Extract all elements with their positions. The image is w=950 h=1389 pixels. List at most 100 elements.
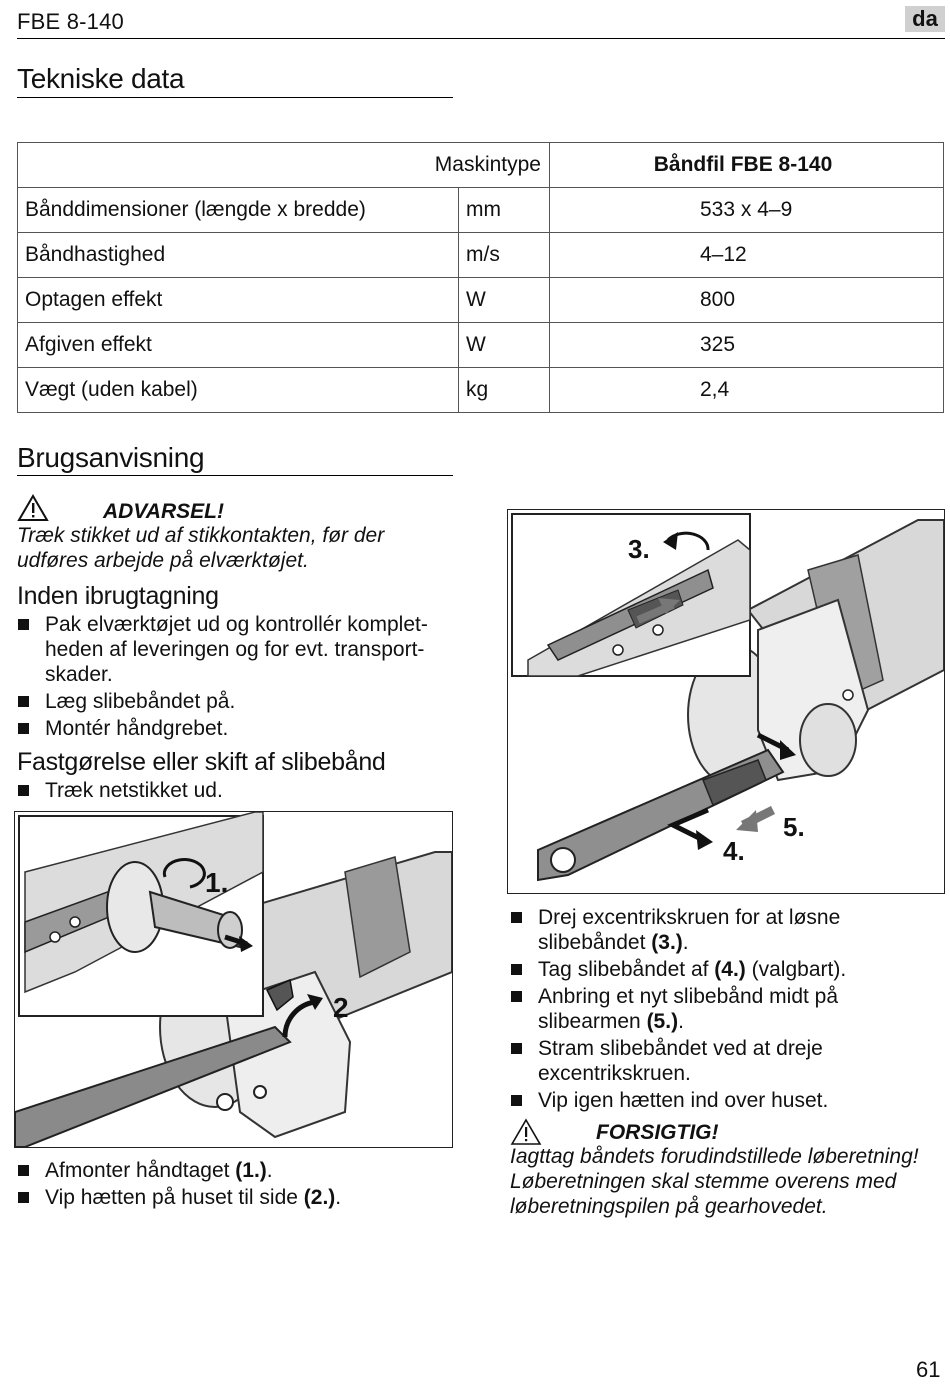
list-item: Stram slibebåndet ved at dreje excentrik… [510,1036,945,1086]
spec-label: Bånddimensioner (længde x bredde) [17,187,459,233]
list-item-text: Montér håndgrebet. [45,717,229,740]
list-item: Læg slibebåndet på. [17,689,457,714]
tool-illustration-right: 3. 4. 5. [511,513,944,882]
spec-value: 2,4 [549,367,944,413]
list-item: Vip hætten på huset til side (2.). [17,1185,457,1210]
list-item: Pak elværktøjet ud og kontrollér komplet… [17,612,457,687]
list-item: Anbring et nyt slibebånd midt på slibear… [510,984,945,1034]
spec-value: 533 x 4–9 [549,187,944,233]
spec-value: 800 [549,277,944,323]
caution-title: FORSIGTIG! [596,1121,719,1144]
bullet-square-icon [18,619,29,630]
spec-unit: mm [458,187,550,233]
list-item-text: Vip igen hætten ind over huset. [538,1089,829,1112]
list-item: Afmonter håndtaget (1.). [17,1158,457,1183]
list-item: Tag slibebåndet af (4.) (valgbart). [510,957,945,982]
fasten-list: Træk netstikket ud. [17,778,457,805]
list-item-end: . [678,1010,684,1033]
list-item-end: (valgbart). [745,958,847,981]
spec-row: Bånddimensioner (længde x bredde) mm 533… [17,187,944,233]
spec-value: 4–12 [549,232,944,278]
spec-label: Optagen effekt [17,277,459,323]
list-item-line: skader. [45,663,113,686]
list-item-end: . [266,1159,273,1182]
list-item: Træk netstikket ud. [17,778,457,803]
list-item-text: Tag slibebåndet af [538,958,715,981]
language-badge: da [905,6,945,32]
spec-label: Afgiven effekt [17,322,459,368]
step-reference: (4.) [714,958,746,981]
spec-table: Maskintype Båndfil FBE 8-140 Bånddimensi… [17,142,944,413]
list-item-end: . [682,931,689,954]
page-number: 61 [916,1357,941,1382]
step-reference: (2.) [303,1186,336,1209]
usage-heading: Brugsanvisning [17,442,205,473]
step-reference: (1.) [235,1159,267,1182]
bullet-square-icon [18,1165,29,1176]
spec-unit: kg [458,367,550,413]
caution-text-line2: Løberetningen skal stemme overens med [510,1170,897,1193]
before-use-list: Pak elværktøjet ud og kontrollér komplet… [17,612,457,743]
tech-data-heading: Tekniske data [17,63,185,94]
spec-label: Båndhastighed [17,232,459,278]
step-1-label: 1. [205,867,228,898]
handle-steps-list: Afmonter håndtaget (1.). Vip hætten på h… [17,1158,457,1212]
step-reference: (3.) [651,931,683,954]
step-reference: (5.) [646,1010,679,1033]
list-item: Vip igen hætten ind over huset. [510,1088,945,1113]
spec-row: Afgiven effekt W 325 [17,322,944,368]
bullet-square-icon [511,1095,522,1106]
step-3-label: 3. [628,534,650,564]
warning-title: ADVARSEL! [103,500,224,523]
list-item: Drej excentrikskruen for at løsne slibeb… [510,905,945,955]
warning-text-line2: udføres arbejde på elværktøjet. [17,549,309,572]
step-5-label: 5. [783,812,805,842]
spec-unit: W [458,277,550,323]
warning-triangle-icon [17,494,49,521]
list-item-line: Drej excentrikskruen for at løsne [538,906,841,929]
list-item-line: slibearmen [538,1010,647,1033]
spec-row: Båndhastighed m/s 4–12 [17,232,944,278]
bullet-square-icon [18,1192,29,1203]
spec-row: Optagen effekt W 800 [17,277,944,323]
caution-triangle-icon [510,1118,542,1145]
list-item-line: Stram slibebåndet ved at dreje [538,1037,823,1060]
list-item-text: Vip hætten på huset til side [45,1186,304,1209]
header-rule [17,38,945,39]
caution-text-line1: Iagttag båndets forudindstillede løberet… [510,1145,919,1168]
spec-row: Vægt (uden kabel) kg 2,4 [17,367,944,413]
spec-value: 325 [549,322,944,368]
list-item-line: excentrikskruen. [538,1062,691,1085]
bullet-square-icon [511,1043,522,1054]
step-2-label: 2 [333,992,349,1023]
figure-handle-removal: 1. 2 [14,811,453,1148]
list-item-text: Læg slibebåndet på. [45,690,236,713]
list-item: Montér håndgrebet. [17,716,457,741]
bullet-square-icon [511,991,522,1002]
tool-illustration-left: 1. 2 [15,812,452,1147]
warning-text-line1: Træk stikket ud af stikkontakten, før de… [17,524,385,547]
caution-text-line3: løberetningspilen på gearhovedet. [510,1195,828,1218]
figure-belt-change: 3. 4. 5. [507,509,945,894]
list-item-text: Træk netstikket ud. [45,779,223,802]
before-use-heading: Inden ibrugtagning [17,582,219,610]
machine-type-value: Båndfil FBE 8-140 [549,142,944,188]
usage-heading-rule [17,475,453,476]
document-model: FBE 8-140 [17,9,124,34]
step-4-label: 4. [723,836,745,866]
list-item-text: Afmonter håndtaget [45,1159,236,1182]
list-item-line: slibebåndet [538,931,652,954]
spec-header-row: Maskintype Båndfil FBE 8-140 [17,142,944,188]
list-item-line: Anbring et nyt slibebånd midt på [538,985,839,1008]
bullet-square-icon [18,785,29,796]
fasten-heading: Fastgørelse eller skift af slibebånd [17,748,386,776]
belt-steps-list: Drej excentrikskruen for at løsne slibeb… [510,905,945,1115]
list-item-line: heden af leveringen og for evt. transpor… [45,638,425,661]
spec-unit: W [458,322,550,368]
bullet-square-icon [511,964,522,975]
tech-heading-rule [17,97,453,98]
list-item-line: Pak elværktøjet ud og kontrollér komplet… [45,613,428,636]
bullet-square-icon [18,696,29,707]
bullet-square-icon [511,912,522,923]
list-item-end: . [335,1186,342,1209]
